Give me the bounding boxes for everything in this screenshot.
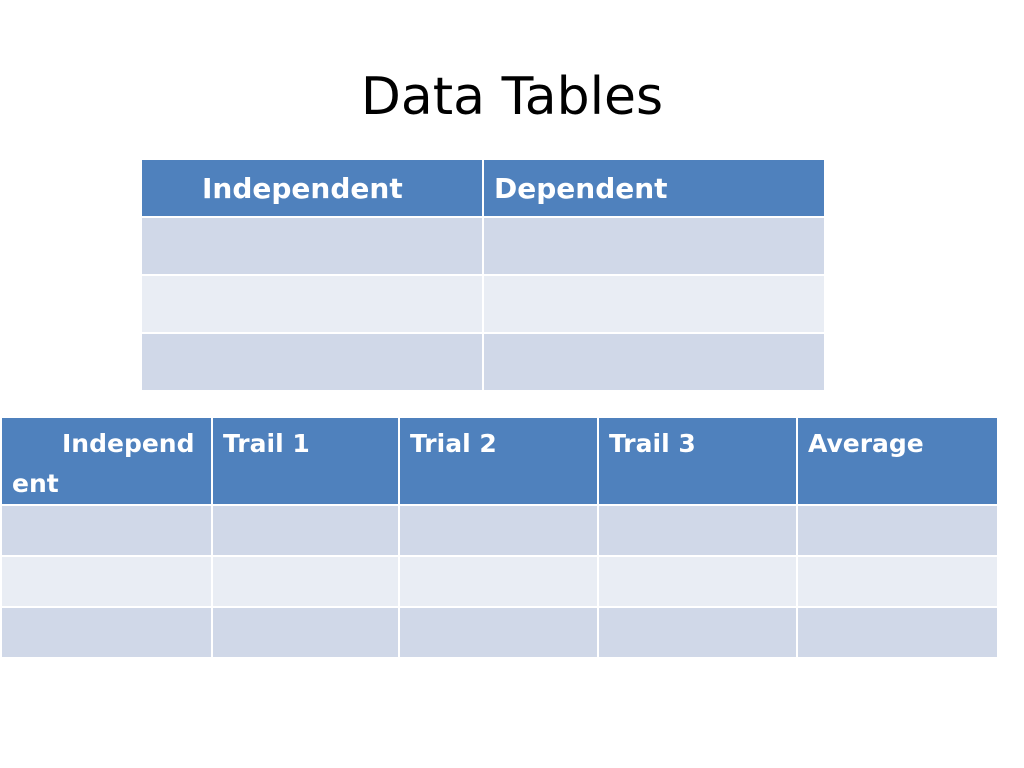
table-cell[interactable] (597, 504, 798, 557)
table-cell[interactable] (398, 555, 599, 608)
table-row (140, 274, 826, 334)
table-row (0, 504, 999, 557)
table-cell[interactable] (0, 555, 213, 608)
header-trail-3: Trail 3 (597, 416, 798, 506)
header-dependent: Dependent (482, 158, 826, 218)
trials-data-table: Independ ent Trail 1 Trial 2 Trail 3 Ave… (0, 416, 999, 659)
table-cell[interactable] (398, 504, 599, 557)
table-cell[interactable] (140, 332, 484, 392)
table-row (0, 555, 999, 608)
table-row (0, 606, 999, 659)
table-cell[interactable] (140, 216, 484, 276)
header-independent: Independ ent (0, 416, 213, 506)
header-independent: Independent (140, 158, 484, 218)
table-cell[interactable] (211, 504, 400, 557)
table-cell[interactable] (140, 274, 484, 334)
table-cell[interactable] (482, 332, 826, 392)
table-cell[interactable] (796, 606, 999, 659)
table-header-row: Independ ent Trail 1 Trial 2 Trail 3 Ave… (0, 416, 999, 506)
table-cell[interactable] (482, 274, 826, 334)
table-cell[interactable] (597, 606, 798, 659)
table-cell[interactable] (398, 606, 599, 659)
table-cell[interactable] (211, 606, 400, 659)
slide-title: Data Tables (360, 67, 664, 127)
table-cell[interactable] (796, 555, 999, 608)
table-cell[interactable] (0, 504, 213, 557)
header-trial-2: Trial 2 (398, 416, 599, 506)
table-header-row: Independent Dependent (140, 158, 826, 218)
table-cell[interactable] (0, 606, 213, 659)
header-average: Average (796, 416, 999, 506)
table-cell[interactable] (796, 504, 999, 557)
table-cell[interactable] (597, 555, 798, 608)
simple-data-table: Independent Dependent (140, 158, 826, 392)
table-cell[interactable] (482, 216, 826, 276)
table-row (140, 216, 826, 276)
header-trail-1: Trail 1 (211, 416, 400, 506)
table-cell[interactable] (211, 555, 400, 608)
table-row (140, 332, 826, 392)
